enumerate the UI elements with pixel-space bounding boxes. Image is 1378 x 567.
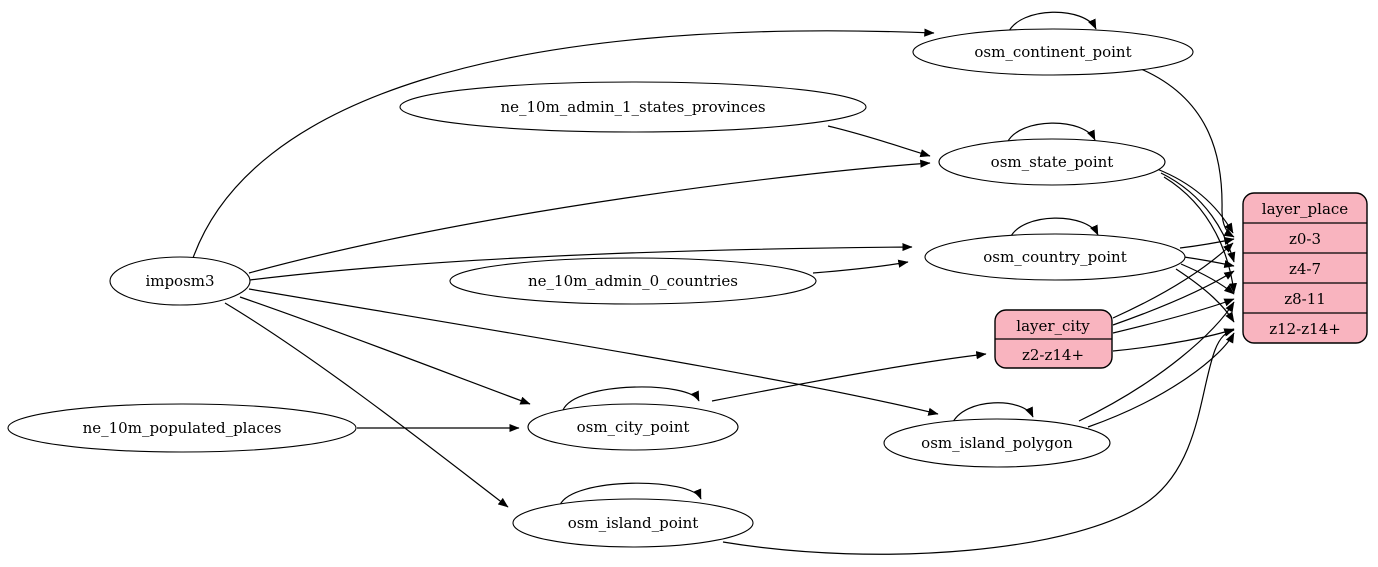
record-layer_city-row-z2-z14: z2-z14+ [1022,346,1084,364]
edge-group [192,11,1237,555]
edge-osm_city_point-layer_city [711,351,987,402]
record-layer_place-title: layer_place [1262,200,1349,218]
edge-layer_city-z8-11 [1112,298,1235,334]
edge-imposm3-osm_country_point [249,242,913,281]
node-ne_10m_populated_places-shape [7,403,357,453]
edge-osm_country_point-z12-z14 [1175,268,1235,323]
node-osm_island_polygon-label: osm_island_polygon [921,434,1073,452]
edge-imposm3-osm_continent_point [192,28,935,259]
node-osm_island_point: osm_island_point [512,498,754,548]
record-layer_place: layer_place z0-3 z4-7 z8-11 z12-z14+ [1242,192,1368,344]
edge-imposm3-osm_state_point [248,159,931,274]
selfloop-osm_island_polygon [951,402,1034,425]
edge-imposm3-osm_island_polygon [248,288,939,416]
node-ne_10m_admin_0_countries-shape [449,257,817,305]
node-imposm3-shape [109,256,251,306]
node-osm_state_point-shape [938,138,1166,186]
node-ne_10m_populated_places-label: ne_10m_populated_places [83,419,282,437]
record-layer_city: layer_city z2-z14+ [994,309,1113,369]
node-ne_10m_populated_places: ne_10m_populated_places [7,403,357,453]
edge-ne_10m_admin_1_states_provinces-osm_state_point [827,125,931,158]
edge-imposm3-osm_city_point [239,296,531,405]
node-osm_continent_point-label: osm_continent_point [974,43,1131,61]
node-osm_island_polygon-shape [883,418,1111,468]
node-osm_country_point-label: osm_country_point [983,248,1127,266]
selfloop-osm_state_point [1006,122,1096,144]
edge-layer_city-z4-7 [1112,270,1235,326]
node-ne_10m_admin_0_countries: ne_10m_admin_0_countries [449,257,817,305]
node-ne_10m_admin_0_countries-label: ne_10m_admin_0_countries [528,272,738,290]
record-layer_place-row-z8-11: z8-11 [1284,290,1326,308]
node-osm_state_point-label: osm_state_point [991,153,1114,171]
node-osm_city_point-shape [527,403,739,451]
node-ne_10m_admin_1_states_provinces-shape [399,81,867,133]
node-osm_city_point-label: osm_city_point [577,418,690,436]
edge-osm_island_polygon-z8-11 [1078,301,1235,422]
edge-osm_state_point-z8-11 [1163,176,1237,294]
node-osm_continent_point: osm_continent_point [912,28,1194,76]
node-imposm3: imposm3 [109,256,251,306]
edge-ne_10m_admin_0_countries-osm_country_point [812,259,909,274]
node-osm_city_point: osm_city_point [527,403,739,451]
edge-osm_country_point-z8-11 [1180,263,1235,295]
node-osm_country_point-shape [924,233,1186,281]
node-osm_island_point-shape [512,498,754,548]
edge-osm_island_polygon-z12-z14 [1087,332,1235,428]
edge-osm_country_point-z0-3 [1179,237,1235,249]
record-layer_place-shape [1242,192,1368,344]
node-osm_country_point: osm_country_point [924,233,1186,281]
selfloop-osm_country_point [1009,217,1099,239]
selfloop-osm_continent_point [1007,11,1097,34]
record-layer_place-row-z4-7: z4-7 [1289,260,1321,278]
node-ne_10m_admin_1_states_provinces-label: ne_10m_admin_1_states_provinces [500,98,765,116]
record-layer_city-title: layer_city [1016,317,1090,335]
edge-imposm3-osm_island_point [224,302,509,508]
node-osm_continent_point-shape [912,28,1194,76]
edge-layer_city-z0-3 [1112,242,1234,319]
node-osm_island_point-label: osm_island_point [568,514,699,532]
selfloop-osm_city_point [562,386,700,411]
node-ne_10m_admin_1_states_provinces: ne_10m_admin_1_states_provinces [399,81,867,133]
edge-osm_state_point-z0-3 [1156,168,1234,234]
record-layer_place-row-z0-3: z0-3 [1289,230,1321,248]
record-layer_place-row-z12-z14: z12-z14+ [1269,320,1341,338]
node-imposm3-label: imposm3 [145,272,214,290]
edge-osm_island_point-z12-z14 [722,328,1235,555]
node-osm_state_point: osm_state_point [938,138,1166,186]
selfloop-osm_island_point [559,482,702,506]
node-osm_island_polygon: osm_island_polygon [883,418,1111,468]
